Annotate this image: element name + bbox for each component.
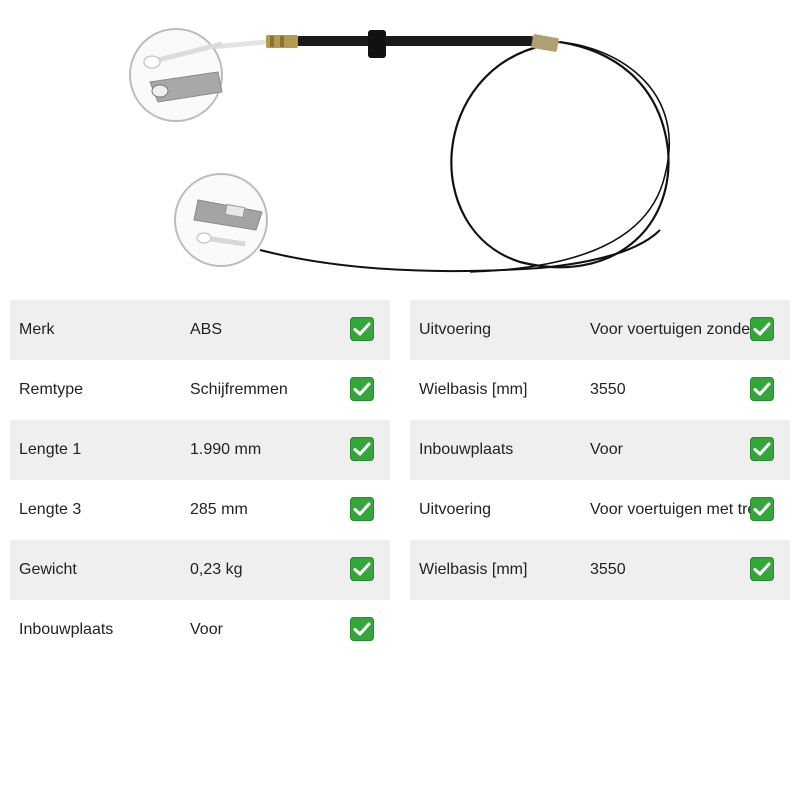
spec-value: 3550 <box>590 381 626 398</box>
spec-label: Lengte 1 <box>19 441 82 458</box>
spec-label: Lengte 3 <box>19 501 82 518</box>
spec-value: Schijfremmen <box>190 381 288 398</box>
spec-row: Wielbasis [mm] 3550 <box>410 360 790 420</box>
check-icon <box>350 557 374 581</box>
spec-value: Voor voertuigen zonder dr <box>590 321 770 338</box>
spec-table-left: Merk ABS Remtype Schijfremmen Lengte 1 1… <box>10 300 390 660</box>
check-icon <box>350 617 374 641</box>
product-image <box>0 0 800 290</box>
spec-label: Wielbasis [mm] <box>419 561 528 578</box>
spec-row: Uitvoering Voor voertuigen met trekp <box>410 480 790 540</box>
check-icon <box>750 377 774 401</box>
spec-row: Uitvoering Voor voertuigen zonder dr <box>410 300 790 360</box>
spec-row: Lengte 1 1.990 mm <box>10 420 390 480</box>
check-icon <box>750 497 774 521</box>
check-icon <box>750 317 774 341</box>
check-icon <box>350 377 374 401</box>
spec-value: Voor <box>590 441 623 458</box>
spec-label: Uitvoering <box>419 501 492 518</box>
spec-value: Voor <box>190 621 223 638</box>
spec-value: Voor voertuigen met trekp <box>590 501 770 518</box>
spec-value: 1.990 mm <box>190 441 262 458</box>
spec-table-right: Uitvoering Voor voertuigen zonder dr Wie… <box>410 300 790 600</box>
spec-label: Remtype <box>19 381 84 398</box>
spec-value: ABS <box>190 321 223 338</box>
spec-row: Remtype Schijfremmen <box>10 360 390 420</box>
spec-row: Gewicht 0,23 kg <box>10 540 390 600</box>
spec-row: Inbouwplaats Voor <box>10 600 390 660</box>
spec-row: Wielbasis [mm] 3550 <box>410 540 790 600</box>
spec-row: Merk ABS <box>10 300 390 360</box>
spec-value: 0,23 kg <box>190 561 243 578</box>
check-icon <box>750 557 774 581</box>
spec-row: Lengte 3 285 mm <box>10 480 390 540</box>
spec-label: Merk <box>19 321 55 338</box>
spec-value: 3550 <box>590 561 626 578</box>
spec-value: 285 mm <box>190 501 248 518</box>
spec-label: Uitvoering <box>419 321 492 338</box>
check-icon <box>350 497 374 521</box>
spec-row: Inbouwplaats Voor <box>410 420 790 480</box>
spec-label: Gewicht <box>19 561 77 578</box>
spec-label: Inbouwplaats <box>419 441 514 458</box>
check-icon <box>350 437 374 461</box>
spec-label: Inbouwplaats <box>19 621 114 638</box>
spec-label: Wielbasis [mm] <box>419 381 528 398</box>
check-icon <box>750 437 774 461</box>
check-icon <box>350 317 374 341</box>
brake-cable-icon <box>129 28 671 273</box>
